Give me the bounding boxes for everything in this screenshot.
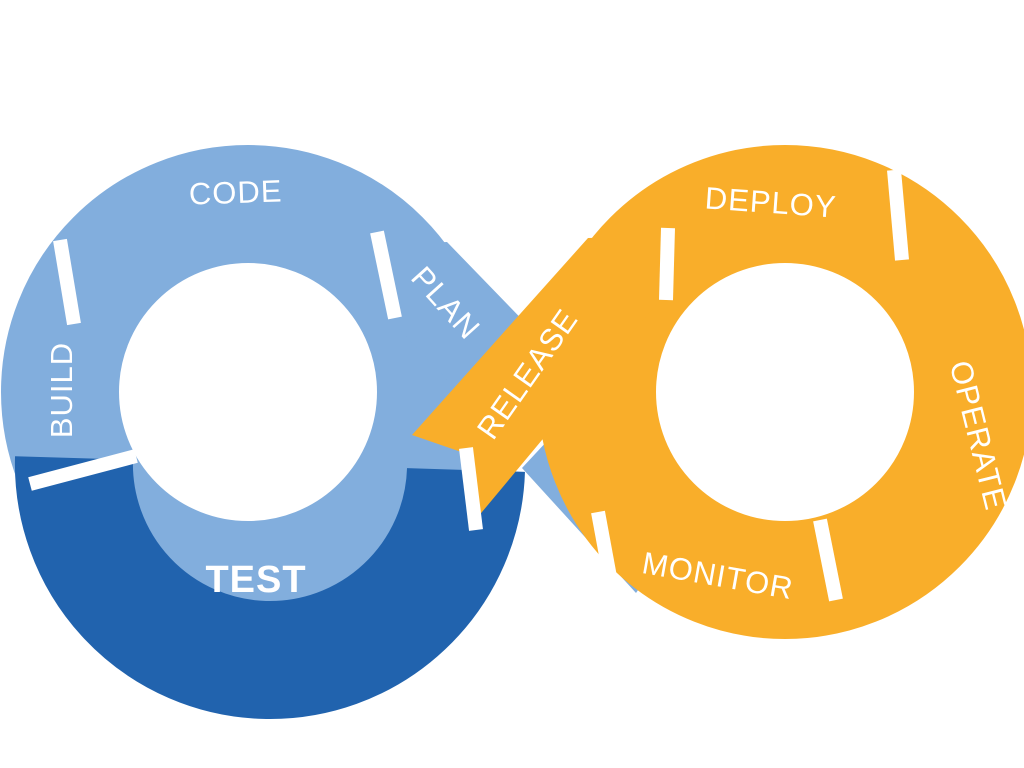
gap-code-build <box>53 238 81 326</box>
stage-label-code: CODE <box>188 173 283 211</box>
left-ring <box>1 145 495 639</box>
gap-deploy-operate <box>887 169 909 261</box>
gap-release-deploy <box>659 227 675 301</box>
gap-monitor-plan <box>591 510 619 590</box>
test-segment <box>14 456 525 720</box>
release-segment <box>412 236 664 524</box>
gap-code-plan <box>370 230 402 320</box>
gap-build-test <box>28 449 138 491</box>
stage-label-build: BUILD <box>44 342 79 438</box>
stage-label-test: TEST <box>205 559 306 601</box>
gap-operate-monitor <box>813 518 843 602</box>
right-ring <box>538 145 1024 639</box>
gap-test-release <box>459 447 483 531</box>
